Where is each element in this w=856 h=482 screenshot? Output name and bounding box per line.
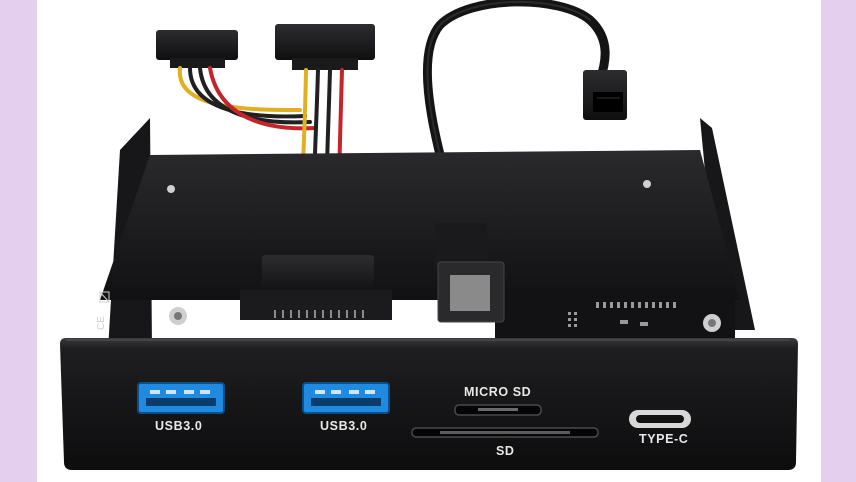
micro-sd-slot (454, 404, 542, 416)
usb-port-1 (137, 382, 225, 414)
sata-power-connector-left (156, 30, 238, 68)
sata-data-connector (435, 223, 505, 323)
usb2-label: USB3.0 (320, 419, 368, 433)
sata-power-connector-right (275, 24, 375, 70)
tray-screw (169, 307, 187, 325)
drive-bay-tray (100, 118, 755, 350)
sd-slot (411, 427, 599, 438)
certification-marks: CE (96, 291, 110, 330)
usb-port-2 (302, 382, 390, 414)
type-c-label: TYPE-C (639, 432, 689, 446)
right-side-band (821, 0, 856, 482)
type-c-port (629, 410, 691, 428)
sata-power-port (240, 255, 392, 320)
circuit-board (495, 290, 735, 340)
usb-header-connector (583, 70, 627, 120)
micro-sd-label: MICRO SD (464, 385, 532, 399)
front-panel (60, 338, 798, 470)
usb1-label: USB3.0 (155, 419, 203, 433)
svg-text:CE: CE (96, 316, 107, 330)
sd-label: SD (496, 444, 515, 458)
left-side-band (0, 0, 37, 482)
